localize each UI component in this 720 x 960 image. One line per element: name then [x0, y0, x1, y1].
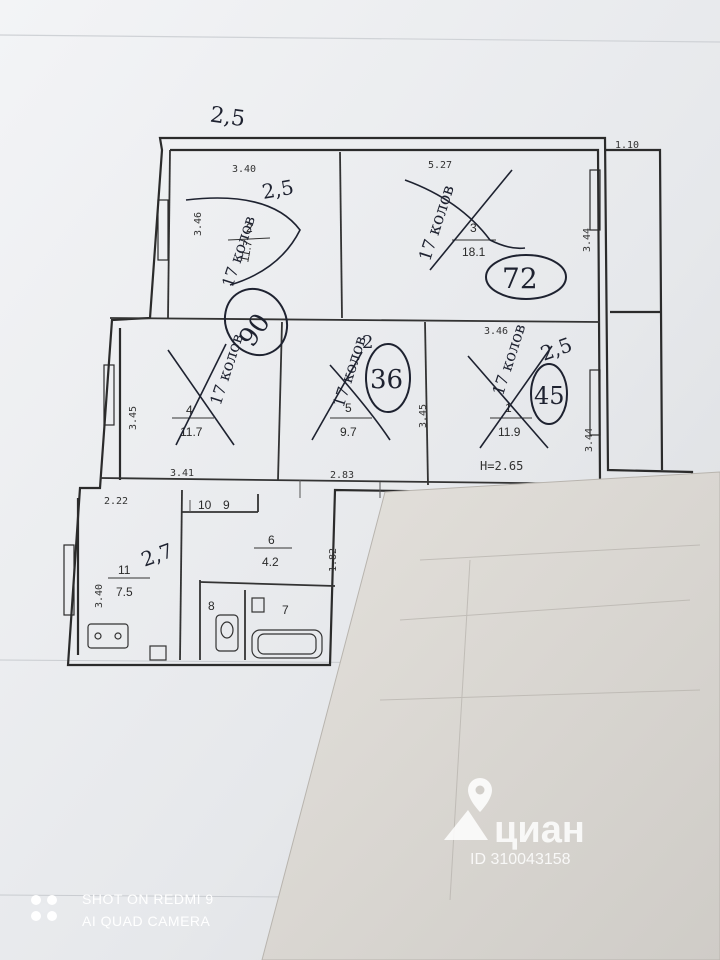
fixtures: [87, 597, 323, 661]
interior-walls: [99, 149, 601, 661]
room5-width: 2.83: [330, 470, 354, 481]
cross-out-strokes: [167, 169, 553, 449]
room3-width: 5.27: [428, 160, 452, 171]
title-mark: 2,5: [209, 103, 247, 133]
camera-line2: AI QUAD CAMERA: [82, 913, 211, 929]
room6-number: 6: [268, 533, 275, 547]
room11-area: 7.5: [116, 585, 133, 599]
dimension-labels: 3.40 3.46 5.27 3.44 1.10 3.46 3.44 3.45 …: [94, 140, 639, 608]
room11-height: 3.40: [94, 584, 105, 608]
room2-height: 3.46: [193, 212, 204, 236]
cian-watermark: циан ID 310043158: [444, 778, 585, 868]
room2-width: 3.40: [232, 164, 256, 175]
room4-number: 4: [186, 403, 193, 417]
room1-circled: 45: [534, 382, 565, 410]
room5-number: 5: [345, 401, 352, 415]
camera-dots-icon: [31, 895, 57, 921]
overlapping-paper-sheet: [261, 471, 720, 960]
room6-height: 1.82: [328, 548, 339, 572]
room2-number: 2: [246, 221, 253, 235]
room7-number: 7: [282, 603, 289, 617]
room9-number: 9: [223, 498, 230, 512]
room11-width: 2.22: [104, 496, 128, 507]
camera-stamp: SHOT ON REDMI 9 AI QUAD CAMERA: [31, 891, 214, 929]
room5-circled: 36: [370, 365, 403, 395]
room6-area: 4.2: [262, 555, 279, 569]
location-pin-icon: [468, 778, 492, 812]
camera-line1: SHOT ON REDMI 9: [82, 891, 214, 907]
room1-area: 11.9: [498, 425, 521, 439]
room10-number: 10: [198, 498, 212, 512]
room3-area: 18.1: [462, 245, 486, 259]
room1-height: 3.44: [584, 428, 595, 452]
paper-edge: [0, 34, 720, 43]
room4-height: 3.45: [128, 406, 139, 430]
room3-number: 3: [470, 221, 477, 235]
cian-logo-icon: [444, 810, 488, 840]
room2-hand: 2,5: [260, 175, 295, 204]
room5-hand: 2: [362, 332, 373, 353]
windows: [63, 169, 601, 616]
room3-circled: 72: [502, 262, 538, 295]
room4-area: 11.7: [180, 425, 203, 439]
room2-area: 11.7: [237, 239, 255, 264]
room1-width: 3.46: [484, 326, 508, 337]
corner-dim: 1.10: [615, 140, 639, 151]
ceiling-height: H=2.65: [480, 459, 523, 473]
room5-height: 3.45: [418, 404, 429, 428]
room3-height: 3.44: [582, 228, 593, 252]
room5-area: 9.7: [340, 425, 357, 439]
door-swings: [189, 480, 381, 512]
watermark-brand: циан: [494, 809, 585, 851]
sheet-bleed-lines: [379, 544, 701, 901]
room8-number: 8: [208, 599, 215, 613]
watermark-id: ID 310043158: [470, 851, 571, 868]
room4-width: 3.41: [170, 468, 194, 479]
room11-number: 11: [118, 563, 131, 577]
